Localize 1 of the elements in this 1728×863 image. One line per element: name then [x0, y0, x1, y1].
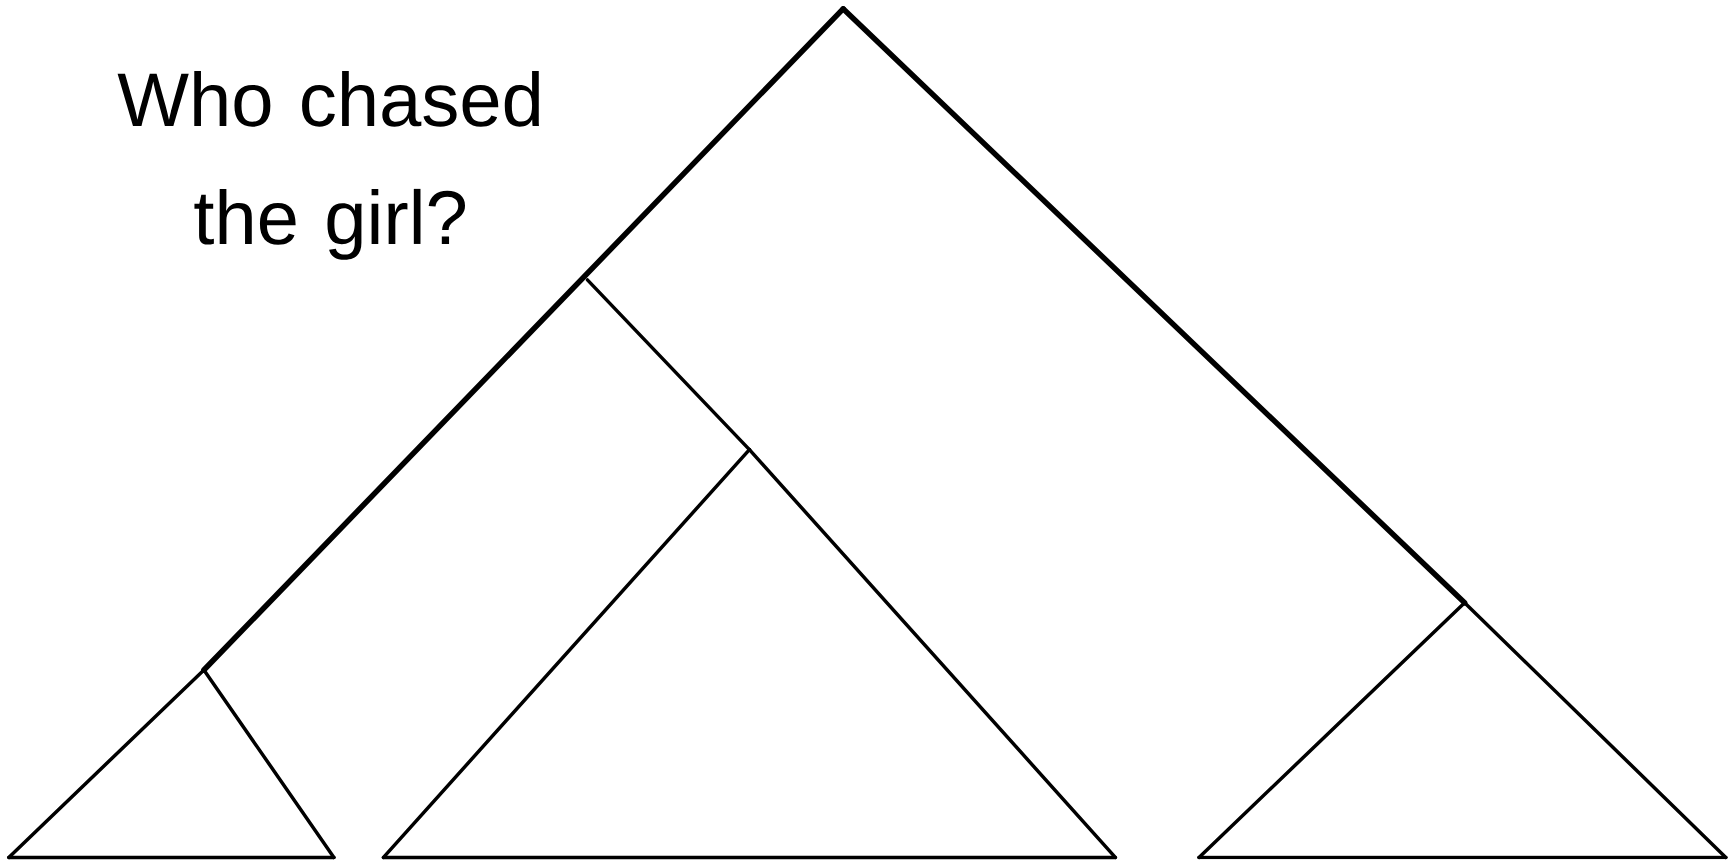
question-text: Who chased the girl? [117, 70, 539, 260]
